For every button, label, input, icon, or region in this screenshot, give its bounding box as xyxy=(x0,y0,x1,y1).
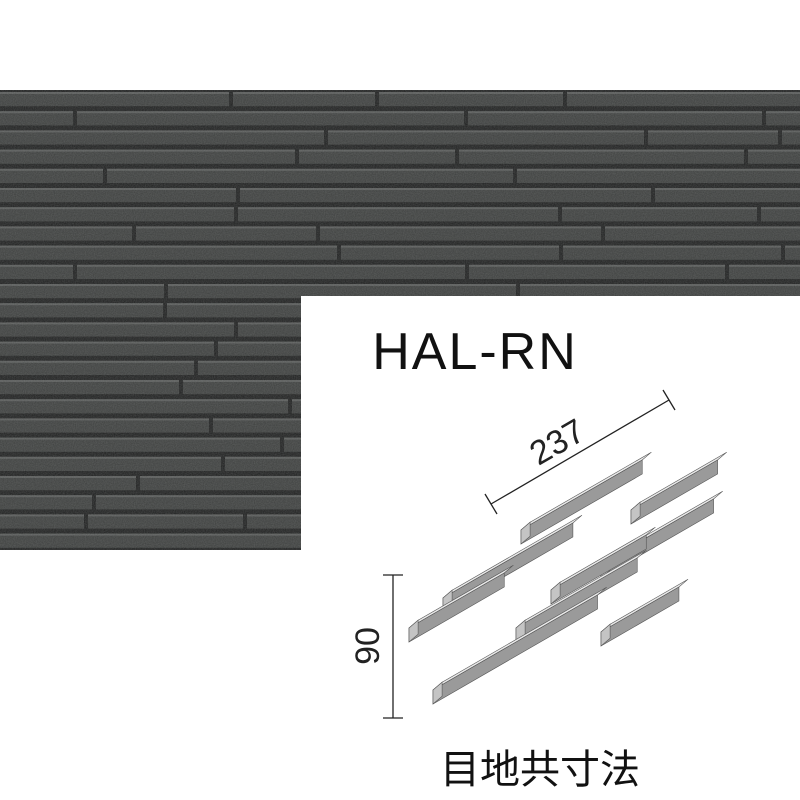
height-dimension-label: 90 xyxy=(349,627,387,665)
tile-stick-front xyxy=(520,459,643,545)
tile-stick xyxy=(408,564,514,643)
joint-dimension-caption: 目地共寸法 xyxy=(440,747,640,793)
tile-stick-end xyxy=(630,501,641,525)
length-dimension-line xyxy=(490,399,670,505)
height-dimension xyxy=(383,574,403,719)
tile-stick-end xyxy=(550,581,561,605)
product-code: HAL-RN xyxy=(372,323,578,381)
length-dimension-tick-end xyxy=(662,389,676,411)
tile-stick xyxy=(432,586,607,705)
tile-stick-end xyxy=(600,623,611,647)
tile-stick-end xyxy=(520,521,531,545)
tile-stick-front xyxy=(600,498,714,579)
length-dimension-tick-start xyxy=(484,493,498,515)
tile-stick xyxy=(600,578,689,647)
tile-sticks xyxy=(408,451,727,705)
tile-stick-front xyxy=(408,572,505,643)
tile-stick xyxy=(520,451,652,545)
length-dimension-label: 237 xyxy=(523,412,591,473)
tile-stick-top xyxy=(408,564,514,629)
length-dimension xyxy=(484,389,676,515)
tile-stick-end xyxy=(408,619,419,643)
tile-stick xyxy=(630,451,727,525)
tile-stick-top xyxy=(600,578,689,633)
tile-stick-front xyxy=(600,586,680,647)
tile-dimension-diagram: 237 90 xyxy=(349,389,727,719)
tile-stick xyxy=(550,526,656,605)
tile-stick-end xyxy=(432,681,443,705)
